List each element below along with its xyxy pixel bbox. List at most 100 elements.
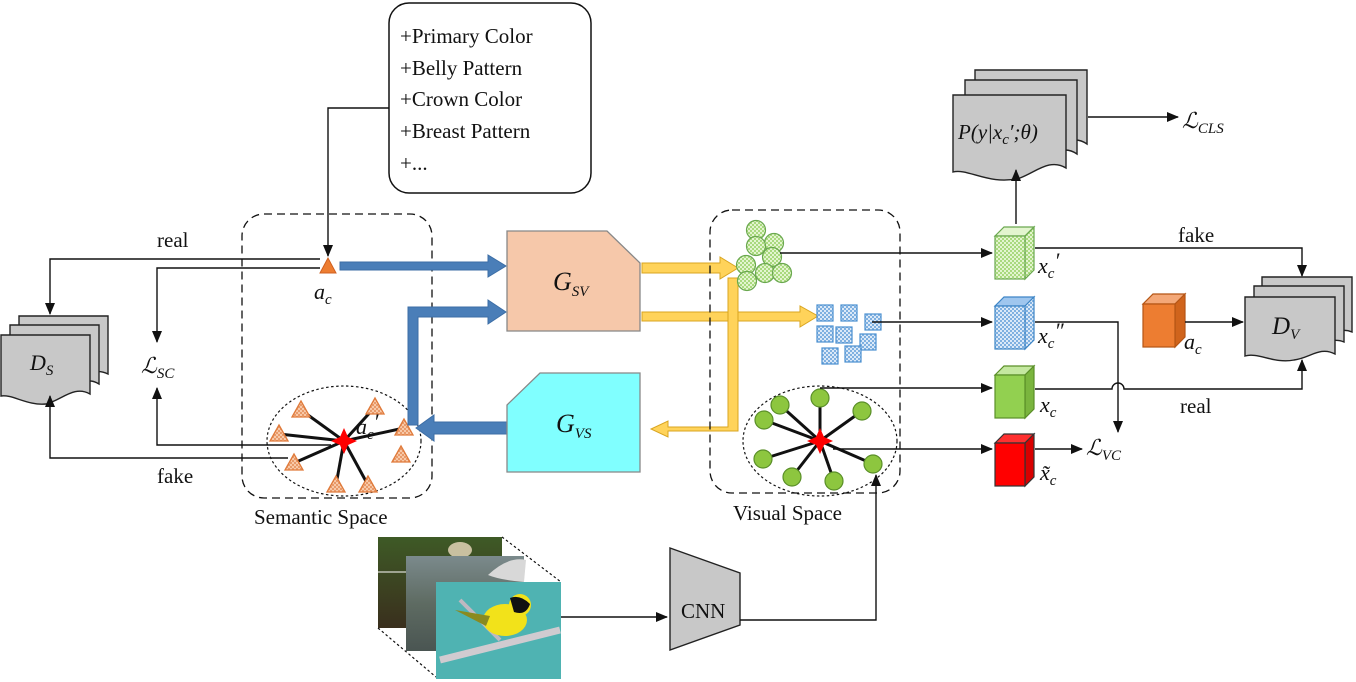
visual-sample-dot xyxy=(782,467,802,487)
classifier-block: P(y|xc′;θ) xyxy=(952,69,1088,181)
semantic-sample-triangle xyxy=(364,396,386,415)
acprime-to-gsv-arrow xyxy=(407,299,507,426)
semantic-sample-triangle xyxy=(290,399,312,418)
input-image-stack xyxy=(377,536,562,679)
visual-center-star-icon xyxy=(807,428,833,454)
visual-spoke xyxy=(819,439,874,466)
attribute-item: +Belly Pattern xyxy=(400,56,523,80)
cube-side xyxy=(1024,295,1035,351)
svg-text:DS: DS xyxy=(29,350,54,379)
generated-feature-circle xyxy=(745,235,767,257)
attribute-item: +Crown Color xyxy=(400,87,522,111)
cube-side xyxy=(1024,432,1035,488)
attribute-vector-triangle xyxy=(319,256,337,274)
loss-sc-label: ℒSC xyxy=(141,353,175,382)
generator-gsv: GSV xyxy=(506,230,641,332)
generated-feature-square xyxy=(835,326,853,344)
visual-sample-dot xyxy=(852,401,872,421)
xc-dprime-label: xc″ xyxy=(1037,318,1064,352)
generated-feature-square xyxy=(816,304,834,322)
gvs-to-semantic-arrow xyxy=(415,414,509,442)
semantic-real-arrow xyxy=(45,258,320,315)
real-visual-cluster xyxy=(742,385,898,497)
semantic-real-label: real xyxy=(157,228,189,252)
cube-front xyxy=(994,442,1026,487)
visual-to-gvs-arrow xyxy=(649,277,739,438)
visual-sample-dot xyxy=(754,410,774,430)
xc-label: xc xyxy=(1039,392,1057,421)
generated-feature-square xyxy=(844,345,862,363)
visual-sample-dot xyxy=(753,449,773,469)
semantic-fake-arrow xyxy=(45,395,288,459)
visual-sample-dot xyxy=(824,471,844,491)
real-feature-cube-xc xyxy=(993,364,1036,420)
cube-front xyxy=(994,305,1026,350)
gsv-to-fake-features-arrow xyxy=(641,256,739,280)
attribute-cube-ac xyxy=(1141,292,1187,349)
generated-feature-circle xyxy=(754,262,776,284)
visual-space-region xyxy=(709,209,901,494)
visual-space-label: Visual Space xyxy=(733,501,842,525)
semantic-spoke xyxy=(343,426,405,443)
svg-text:GSV: GSV xyxy=(553,267,590,300)
attribute-item: +Primary Color xyxy=(400,24,533,48)
semantic-spoke xyxy=(278,432,345,443)
fake-feature-cube-xc-dprime xyxy=(993,295,1036,351)
visual-spoke xyxy=(763,418,821,443)
attribute-to-ac-arrow xyxy=(323,107,389,257)
blue-arrows xyxy=(339,254,509,442)
semantic-sample-triangle xyxy=(390,444,412,463)
xc-prime-label: xc′ xyxy=(1037,248,1060,282)
visual-real-label: real xyxy=(1180,394,1212,418)
loss-vc-label: ℒVC xyxy=(1086,435,1122,464)
xtilde-label: x̃c xyxy=(1039,460,1057,489)
ac-cube-label: ac xyxy=(1184,329,1202,358)
xc-dprime-to-lvc-arrow xyxy=(1035,321,1123,433)
visual-fake-label: fake xyxy=(1178,223,1214,247)
generator-gvs: GVS xyxy=(506,372,641,473)
reconstructed-semantic-cluster: ac′ xyxy=(266,385,422,497)
loss-cls-label: ℒCLS xyxy=(1182,108,1224,137)
generated-feature-square xyxy=(840,304,858,322)
semantic-space-region xyxy=(241,213,433,499)
svg-text:CNN: CNN xyxy=(681,599,725,623)
svg-text:P(y|xc′;θ): P(y|xc′;θ) xyxy=(957,120,1038,148)
cube-front xyxy=(994,235,1026,280)
cube-side xyxy=(1024,364,1035,420)
semantic-center-star-icon xyxy=(331,428,357,454)
semantic-spoke xyxy=(293,439,345,465)
cube-front xyxy=(1142,303,1176,348)
visual-sample-dot xyxy=(770,395,790,415)
visual-sample-dot xyxy=(863,454,883,474)
semantic-fake-label: fake xyxy=(157,464,193,488)
acprime-to-lsc-arrow xyxy=(152,387,331,446)
ac-to-gsv-arrow xyxy=(339,254,507,278)
attribute-item: +Breast Pattern xyxy=(400,119,531,143)
generated-feature-cluster xyxy=(735,219,793,292)
generated-feature-square xyxy=(816,325,834,343)
center-feature-cube-xtilde xyxy=(993,432,1036,488)
visual-spoke xyxy=(762,439,821,461)
yellow-arrows xyxy=(641,256,819,438)
semantic-sample-triangle xyxy=(357,474,379,493)
generated-feature-cluster-2 xyxy=(816,304,882,365)
generated-feature-square xyxy=(859,333,877,351)
ac-prime-label: ac′ xyxy=(356,409,380,443)
semantic-sample-triangle xyxy=(325,474,347,493)
attribute-list-box: +Primary Color +Belly Pattern +Crown Col… xyxy=(388,2,592,194)
svg-text:GVS: GVS xyxy=(556,409,592,442)
semantic-spoke xyxy=(342,440,370,486)
discriminator-ds: DS xyxy=(0,315,109,405)
generated-feature-circle xyxy=(736,270,758,292)
attribute-item: +... xyxy=(400,151,428,175)
cnn-to-visual-arrow xyxy=(740,474,881,621)
discriminator-dv: DV xyxy=(1244,276,1353,362)
fake-feature-cube-xc-prime xyxy=(993,225,1036,281)
cube-side xyxy=(1024,225,1035,281)
semantic-space-label: Semantic Space xyxy=(254,505,388,529)
visual-real-arrow xyxy=(1035,359,1307,390)
generated-feature-circle xyxy=(771,262,793,284)
ac-to-lsc-arrow xyxy=(152,267,320,343)
generated-feature-square xyxy=(821,347,839,365)
